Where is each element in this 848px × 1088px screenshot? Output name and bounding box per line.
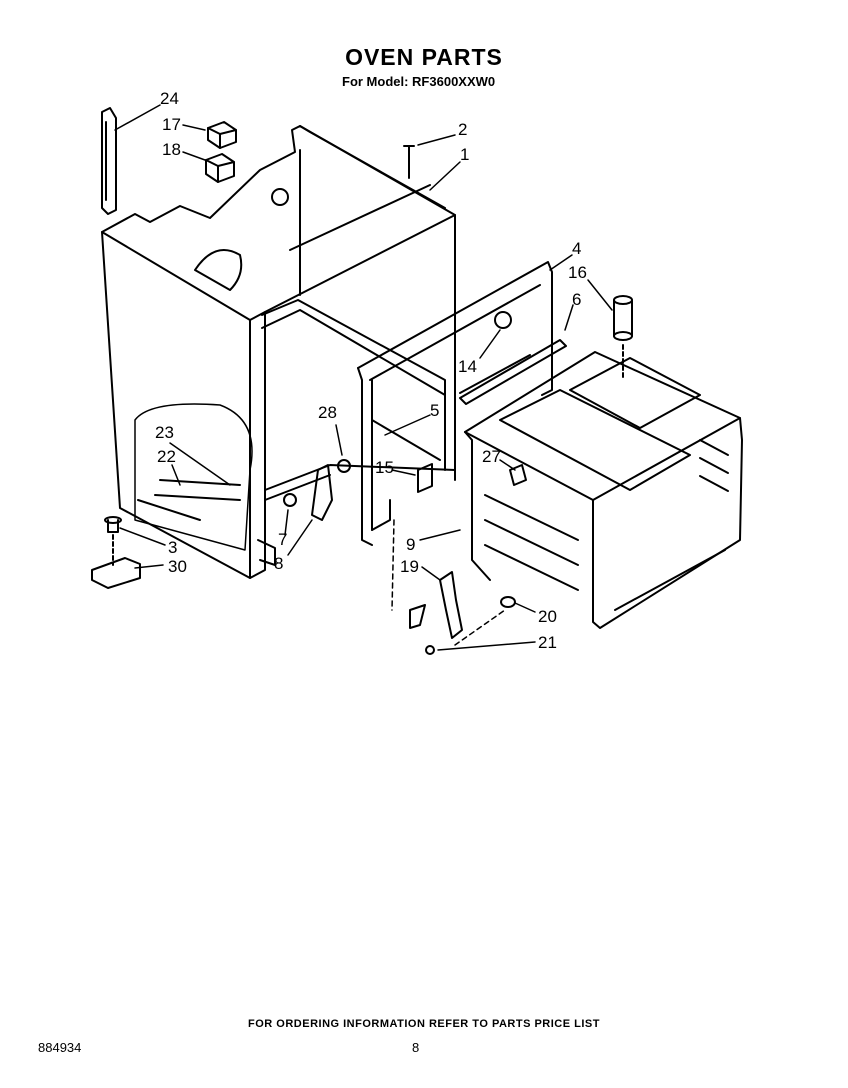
callout-24: 24 xyxy=(160,89,179,108)
callout-20: 20 xyxy=(538,607,557,626)
callout-6: 6 xyxy=(572,290,581,309)
part-8-bracket xyxy=(311,464,333,521)
part-2-screw xyxy=(403,145,415,179)
part-1-oven-cabinet xyxy=(101,125,456,579)
callout-14: 14 xyxy=(458,357,477,376)
callout-28: 28 xyxy=(318,403,337,422)
callout-labels: 24 17 18 2 1 4 16 6 14 5 28 23 22 15 27 … xyxy=(155,89,587,652)
document-number: 884934 xyxy=(38,1040,82,1055)
part-27-bracket xyxy=(509,464,527,486)
part-20-screw xyxy=(500,596,516,608)
callout-7: 7 xyxy=(278,530,287,549)
part-30-bracket xyxy=(91,557,141,589)
part-3-screw xyxy=(104,516,122,566)
callout-18: 18 xyxy=(162,140,181,159)
callout-2: 2 xyxy=(458,120,467,139)
part-28-plug xyxy=(337,459,351,473)
callout-15: 15 xyxy=(375,458,394,477)
model-subtitle: For Model: RF3600XXW0 xyxy=(342,74,496,89)
part-21-clip xyxy=(425,645,435,655)
callout-3: 3 xyxy=(168,538,177,557)
callout-17: 17 xyxy=(162,115,181,134)
part-4-front-frame xyxy=(357,261,553,546)
part-22-tube xyxy=(137,499,201,521)
part-6-gasket xyxy=(459,339,567,405)
callout-27: 27 xyxy=(482,447,501,466)
part-24-bracket xyxy=(101,107,117,215)
callout-4: 4 xyxy=(572,239,581,258)
page-title: OVEN PARTS xyxy=(345,44,503,70)
part-23-burner xyxy=(154,479,241,501)
part-7-grommet xyxy=(283,493,297,507)
callout-22: 22 xyxy=(157,447,176,466)
page-number: 8 xyxy=(412,1040,420,1055)
part-15-bracket xyxy=(417,463,433,493)
part-19-hinge xyxy=(409,571,463,639)
part-18-block xyxy=(205,153,235,183)
part-9-oven-liner xyxy=(464,351,743,629)
callout-8: 8 xyxy=(274,554,283,573)
callout-5: 5 xyxy=(430,401,439,420)
callout-23: 23 xyxy=(155,423,174,442)
callout-9: 9 xyxy=(406,535,415,554)
ordering-note: FOR ORDERING INFORMATION REFER TO PARTS … xyxy=(248,1018,600,1030)
callout-1: 1 xyxy=(460,145,469,164)
part-17-block xyxy=(207,121,237,149)
callout-leaders xyxy=(114,104,613,651)
callout-21: 21 xyxy=(538,633,557,652)
callout-30: 30 xyxy=(168,557,187,576)
burner-cutaway xyxy=(134,403,253,551)
callout-16: 16 xyxy=(568,263,587,282)
callout-19: 19 xyxy=(400,557,419,576)
